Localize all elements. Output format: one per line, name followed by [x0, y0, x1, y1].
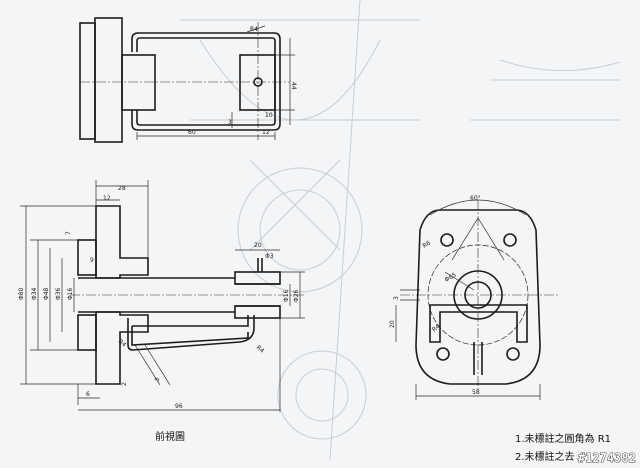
front-view-caption: 前視圖 [155, 430, 185, 443]
front-phi36-dim: Φ36 [55, 287, 62, 300]
front-phi26-dim: Φ26 [293, 289, 300, 302]
top-10-dim: 10 [265, 112, 273, 119]
front-phi3-dim: Φ3 [265, 253, 274, 260]
side-r4-dim: R4 [431, 323, 442, 334]
drawing-notes: 1.未標註之圓角為 R1 2.未標註之去 #1274382 [515, 432, 636, 465]
front-9-dim: 9 [90, 257, 94, 264]
front-phi80-dim: Φ80 [18, 287, 25, 300]
front-view: 28 12 7 9 Φ80 Φ34 Φ48 Φ36 Φ16 20 Φ3 Φ26 … [18, 180, 305, 443]
front-r4a-dim: R4 [117, 338, 128, 349]
side-phi65-dim: Φ65 [444, 271, 458, 283]
top-12-dim: 12 [262, 129, 270, 136]
top-44-dim: 44 [290, 82, 297, 90]
front-phi16b-dim: Φ16 [283, 289, 290, 302]
note-line-2: 2.未標註之去 [515, 450, 575, 463]
side-r6-dim: R6 [422, 240, 433, 250]
front-12-dim: 12 [103, 195, 111, 202]
top-60-dim: 60 [188, 129, 196, 136]
top-r4-dim: R4 [250, 26, 258, 33]
side-angle-dim: 60° [470, 195, 481, 202]
front-20-dim: 20 [254, 242, 262, 249]
top-view: R4 60 12 10 3 44 [79, 17, 297, 143]
front-5-dim: 5 [154, 376, 162, 383]
front-6-dim: 6 [86, 391, 90, 398]
front-28-dim: 28 [118, 185, 126, 192]
front-r4b-dim: R4 [255, 344, 266, 355]
note-line-1: 1.未標註之圓角為 R1 [515, 432, 611, 445]
front-phi48-dim: Φ48 [43, 287, 50, 300]
front-phi16-dim: Φ16 [67, 287, 74, 300]
watermark-id: #1274382 [578, 451, 636, 465]
side-58-dim: 58 [472, 389, 480, 396]
front-7-dim: 7 [65, 231, 72, 235]
side-20-dim: 20 [389, 320, 396, 328]
background-ghost-drawing [180, 0, 621, 461]
side-view: 60° R6 Φ65 3 20 R4 58 [389, 195, 560, 400]
front-2-dim: 2 [121, 382, 128, 386]
front-96-dim: 96 [175, 403, 183, 410]
top-3-dim: 3 [228, 119, 232, 126]
side-3-dim: 3 [393, 296, 400, 300]
front-phi34-dim: Φ34 [31, 287, 38, 300]
